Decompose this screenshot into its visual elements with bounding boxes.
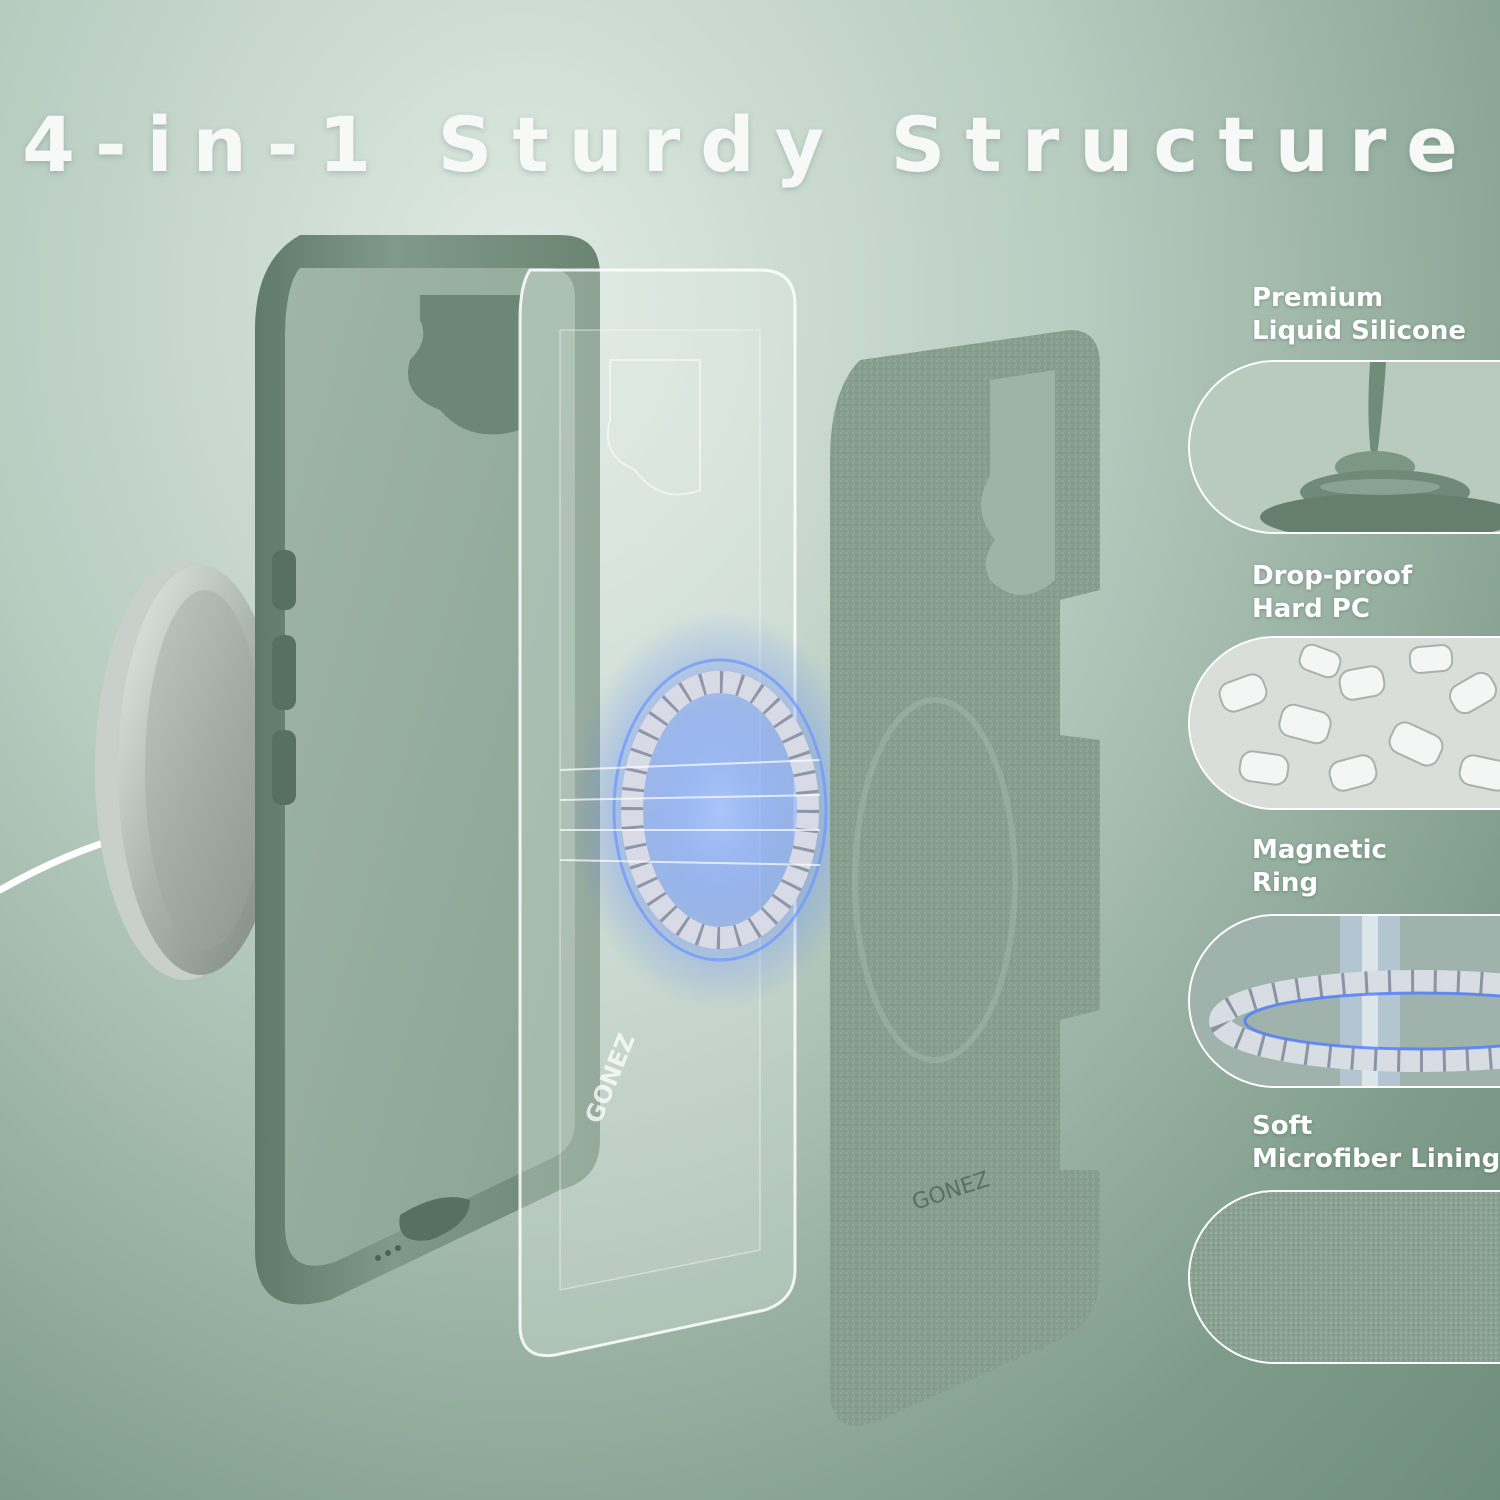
liquid-silicone-swatch-icon (1188, 360, 1500, 534)
microfiber-lining-layer: GONEZ (830, 330, 1100, 1426)
feature-line1: Premium (1252, 283, 1384, 313)
feature-line1: Soft (1252, 1111, 1313, 1141)
headline: 4-in-1 Sturdy Structure (22, 100, 1478, 189)
feature-line2: Ring (1252, 868, 1319, 898)
feature-line2: Liquid Silicone (1252, 316, 1467, 346)
feature-label-liquid-silicone: Premium Liquid Silicone (1252, 282, 1492, 348)
feature-line1: Drop-proof (1252, 561, 1413, 591)
feature-label-hard-pc: Drop-proof Hard PC (1252, 560, 1492, 626)
feature-label-microfiber: Soft Microfiber Lining (1252, 1110, 1500, 1176)
feature-label-magnetic-ring: Magnetic Ring (1252, 834, 1492, 900)
microfiber-swatch-icon (1188, 1190, 1500, 1364)
silicone-case-frame (255, 235, 600, 1305)
hard-pc-pellets-swatch-icon (1188, 636, 1500, 810)
magsafe-charger-icon (95, 560, 282, 980)
feature-line1: Magnetic (1252, 835, 1387, 865)
feature-line2: Microfiber Lining (1252, 1144, 1500, 1174)
magnetic-ring-swatch-icon (1188, 914, 1500, 1088)
feature-line2: Hard PC (1252, 594, 1370, 624)
magnetic-ring-icon (559, 610, 870, 1010)
